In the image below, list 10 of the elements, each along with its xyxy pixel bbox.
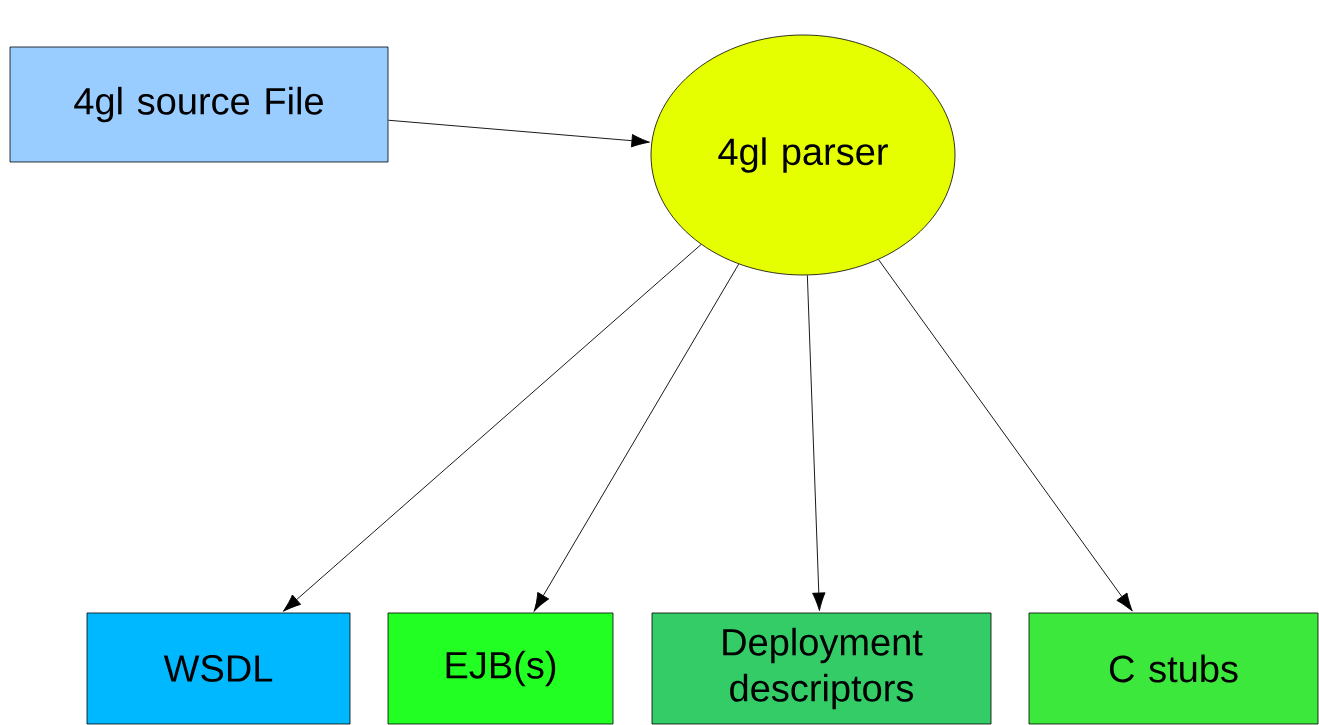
arrow [387,119,650,148]
arrow [533,263,740,612]
output-box: WSDL [86,612,351,725]
output-box: Deployment descriptors [651,612,992,725]
output-box: C stubs [1028,612,1319,725]
arrow [806,274,826,612]
output-box: EJB(s) [387,612,614,725]
source-file-box: 4gl source File [9,46,389,163]
arrow [282,244,702,612]
arrow [878,259,1133,612]
